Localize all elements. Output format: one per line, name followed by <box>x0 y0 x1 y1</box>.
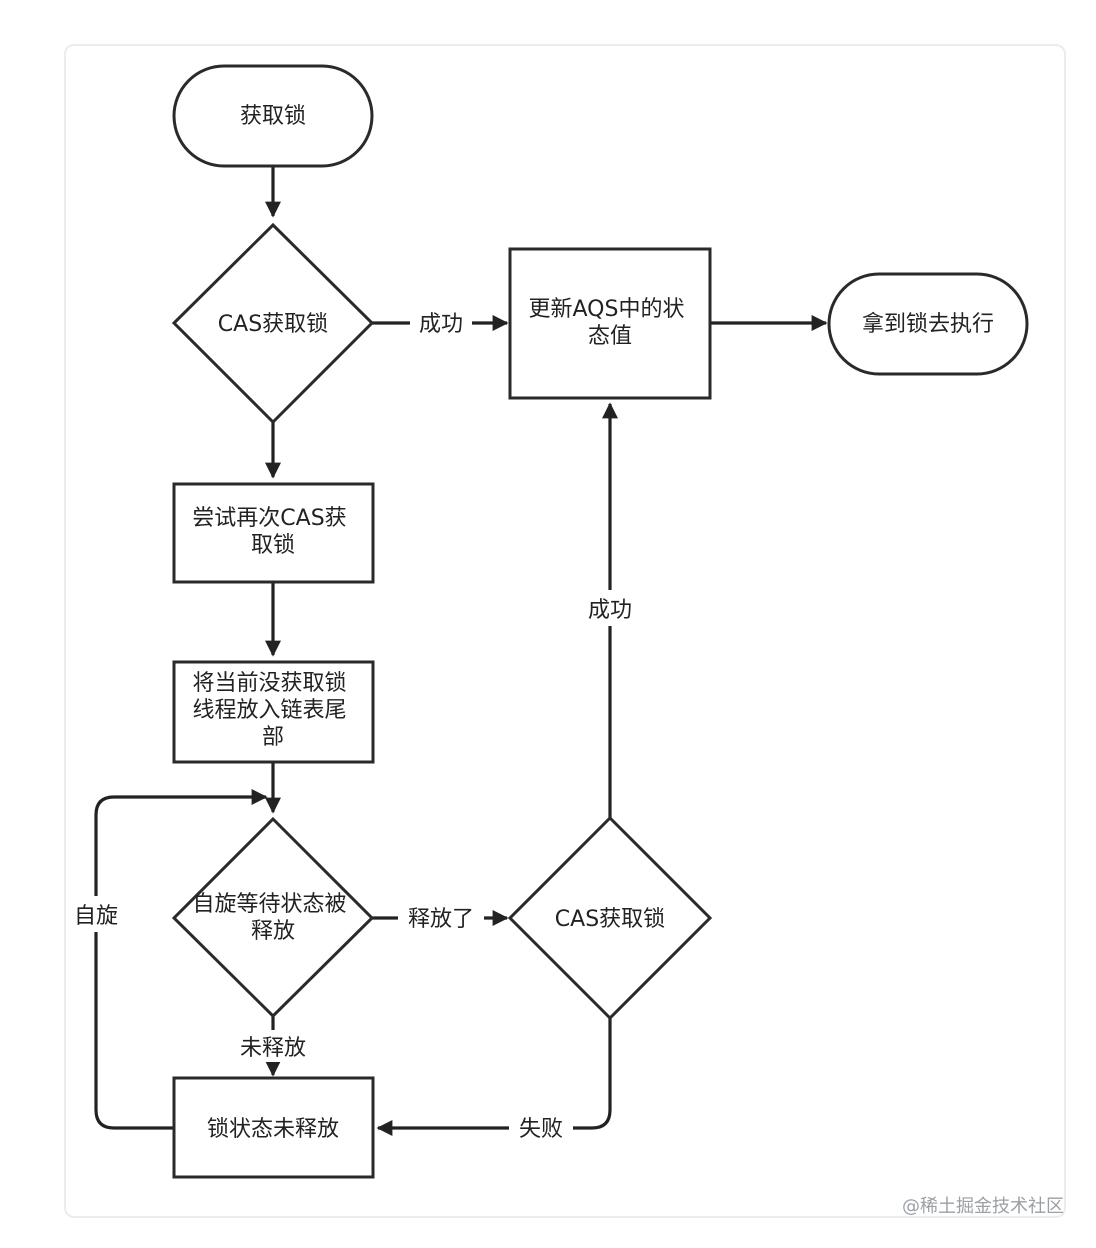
node-retry: 尝试再次CAS获 取锁 <box>172 482 375 584</box>
node-cas1: CAS获取锁 <box>171 222 375 425</box>
node-wait-spin-line-1: 自旋等待状态被 <box>192 892 346 917</box>
edge-label-failed: 失败 <box>519 1117 563 1142</box>
node-cas2-line: CAS获取锁 <box>555 907 665 932</box>
node-cas2: CAS获取锁 <box>507 815 713 1021</box>
svg-text:将当前没获取锁 线程放入链表尾: 将当前没获取锁 线程放入链表尾 部 <box>192 671 353 750</box>
node-lock-unreleased: 锁状态未释放 <box>172 1076 375 1179</box>
edge-label-not-released: 未释放 <box>240 1036 306 1061</box>
watermark: @稀土掘金技术社区 <box>902 1196 1064 1217</box>
svg-text:CAS获取锁: CAS获取锁 <box>218 312 328 337</box>
node-retry-line-2: 取锁 <box>251 533 295 558</box>
edge-label-released: 释放了 <box>408 907 474 932</box>
svg-text:拿到锁去执行: 拿到锁去执行 <box>862 311 994 337</box>
diagram-frame <box>64 44 1066 1218</box>
edge-label-cas2-success: 成功 <box>588 598 632 623</box>
svg-text:更新AQS中的状 态值: 更新AQS中的状 态值 <box>529 297 692 349</box>
node-execute-line: 拿到锁去执行 <box>862 311 994 337</box>
node-start-line: 获取锁 <box>240 104 306 129</box>
node-update-aqs: 更新AQS中的状 态值 <box>508 247 712 400</box>
edge-label-spin: 自旋 <box>74 904 118 929</box>
node-start: 获取锁 <box>172 64 374 168</box>
node-update-aqs-line-2: 态值 <box>588 324 632 349</box>
edge-label-cas1-success: 成功 <box>419 312 463 337</box>
svg-text:获取锁: 获取锁 <box>240 104 306 129</box>
edge-cas2-to-unreleased <box>376 1018 612 1136</box>
node-wait-spin-line-2: 释放 <box>251 919 295 944</box>
svg-text:自旋等待状态被 释放: 自旋等待状态被 释放 <box>192 892 353 944</box>
svg-text:尝试再次CAS获 取锁: 尝试再次CAS获 取锁 <box>192 506 353 558</box>
node-update-aqs-line-1: 更新AQS中的状 <box>529 297 685 322</box>
node-cas1-line: CAS获取锁 <box>218 312 328 337</box>
svg-text:锁状态未释放: 锁状态未释放 <box>207 1117 339 1142</box>
edge-spin-loop <box>94 789 268 1130</box>
node-execute: 拿到锁去执行 <box>827 272 1029 376</box>
node-enqueue-line-2: 线程放入链表尾 <box>192 698 346 723</box>
node-lock-unreleased-line: 锁状态未释放 <box>207 1117 339 1142</box>
node-enqueue: 将当前没获取锁 线程放入链表尾 部 <box>172 660 375 764</box>
node-retry-line-1: 尝试再次CAS获 <box>192 506 346 531</box>
node-enqueue-line-3: 部 <box>262 725 284 750</box>
svg-text:CAS获取锁: CAS获取锁 <box>555 907 665 932</box>
node-enqueue-line-1: 将当前没获取锁 <box>192 671 346 696</box>
node-wait-spin: 自旋等待状态被 释放 <box>171 816 375 1019</box>
